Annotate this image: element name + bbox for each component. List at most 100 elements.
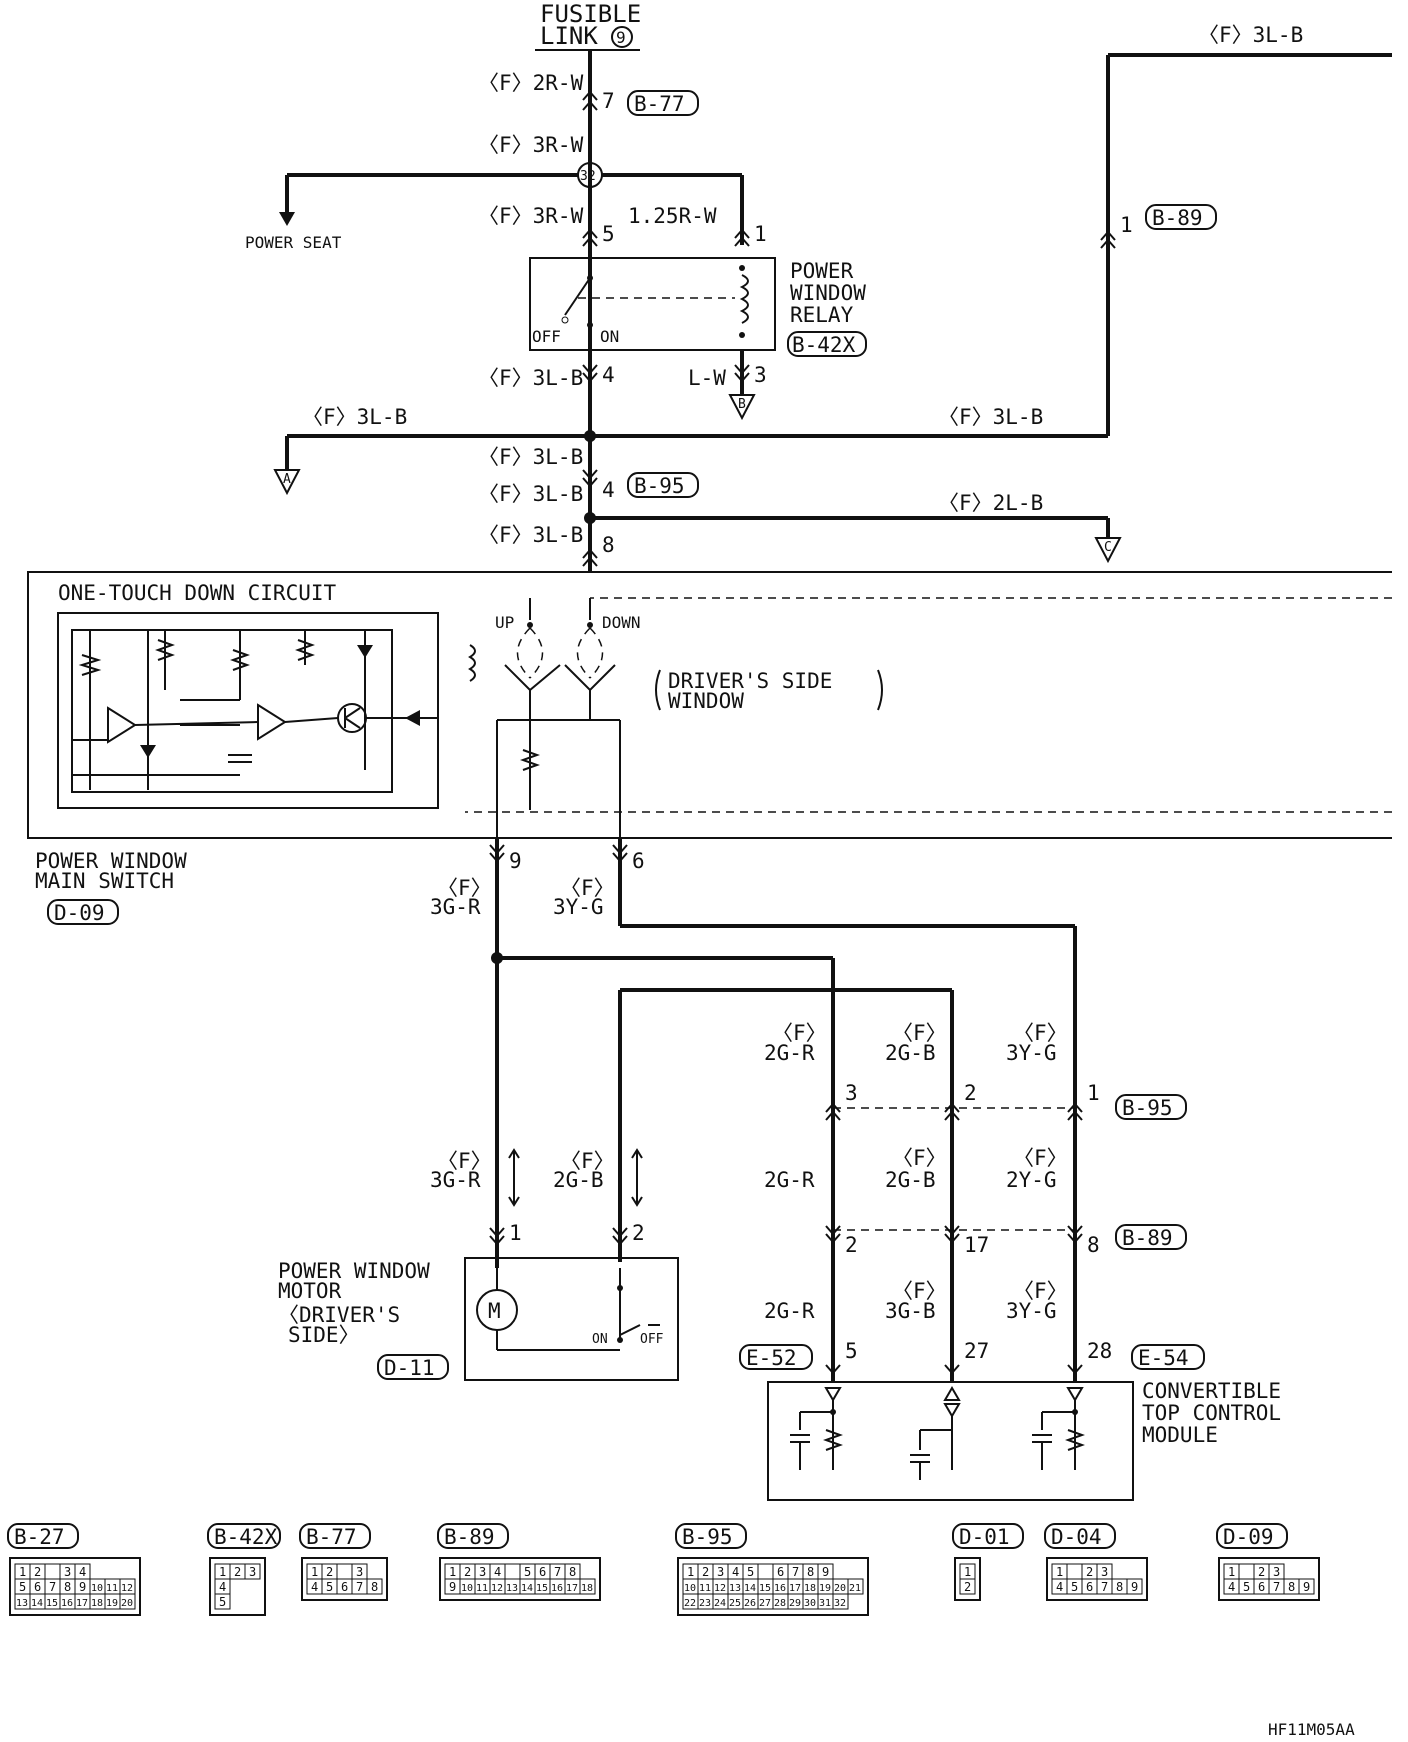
connector-pin-number: 29 xyxy=(789,1598,801,1609)
connector-body xyxy=(954,1557,981,1601)
svg-text:E-54: E-54 xyxy=(1138,1346,1189,1370)
motor-wire-1b: 3G-R xyxy=(430,1168,481,1192)
connector-id-label: B-27 xyxy=(14,1525,65,1549)
module-name-1: CONVERTIBLE xyxy=(1142,1379,1281,1403)
ground-a-label: A xyxy=(283,472,291,487)
wire-9-label-a: 〈F〉 xyxy=(437,876,492,900)
relay-name-2: WINDOW xyxy=(790,281,866,305)
connector-pin-number: 9 xyxy=(1131,1580,1138,1594)
motor-pin-1: 1 xyxy=(509,1221,522,1245)
wire-3lb-3: 〈F〉3L-B xyxy=(478,482,583,506)
connector-pin-cell xyxy=(959,1578,976,1595)
row2-wire3-a: 〈F〉 xyxy=(1013,1146,1068,1170)
motor-name-1: POWER WINDOW xyxy=(278,1259,430,1283)
row3-wire3-b: 3Y-G xyxy=(1006,1299,1057,1323)
connector-body xyxy=(209,1557,266,1616)
switch-pin-6: 6 xyxy=(632,849,645,873)
wire-3lb-4: 〈F〉3L-B xyxy=(478,523,583,547)
motor-pin-2: 2 xyxy=(632,1221,645,1245)
connector-pin-number: 5 xyxy=(219,1595,226,1609)
motor-wire-2b: 2G-B xyxy=(553,1168,604,1192)
connector-pin-number: 7 xyxy=(1273,1580,1280,1594)
connector-pin-number: 2 xyxy=(34,1565,41,1579)
connector-pin-number: 6 xyxy=(777,1565,784,1579)
connector-pin-number: 20 xyxy=(121,1598,133,1609)
splice-number: 32 xyxy=(580,169,596,184)
connector-pin-number: 15 xyxy=(46,1598,58,1609)
connector-pin-number: 4 xyxy=(1228,1580,1235,1594)
power-seat-label: POWER SEAT xyxy=(245,233,342,252)
connector-pin-number: 1 xyxy=(687,1565,694,1579)
connector-body xyxy=(1218,1557,1320,1601)
row1-pin3: 1 xyxy=(1087,1081,1100,1105)
conn-tag-b89-row2: B-89 xyxy=(1115,1224,1187,1250)
svg-text:E-52: E-52 xyxy=(746,1346,797,1370)
connector-pin-number: 31 xyxy=(819,1598,831,1609)
svg-text:B-95: B-95 xyxy=(1122,1096,1173,1120)
connector-pin-number: 10 xyxy=(461,1583,473,1594)
svg-text:B-42X: B-42X xyxy=(792,333,856,357)
connector-pin-number: 17 xyxy=(566,1583,578,1594)
fusible-link-label-2: LINK xyxy=(540,22,598,50)
motor-direction-arrow-1-icon xyxy=(508,1148,520,1207)
conn-tag-d09-switch: D-09 xyxy=(47,899,119,925)
connector-pin-number: 10 xyxy=(684,1583,696,1594)
connector-pin-number: 4 xyxy=(732,1565,739,1579)
pin-1: 1 xyxy=(754,222,767,246)
svg-text:D-09: D-09 xyxy=(54,901,105,925)
connector-id-label: B-95 xyxy=(682,1525,733,1549)
connector-body xyxy=(439,1557,601,1601)
connector-pin-number: 13 xyxy=(16,1598,28,1609)
b95-pin-4: 4 xyxy=(602,478,615,502)
connector-pin-number: 2 xyxy=(464,1565,471,1579)
pin-5: 5 xyxy=(602,222,615,246)
motor-name-4: SIDE〉 xyxy=(288,1323,360,1347)
connector-pin-number: 5 xyxy=(524,1565,531,1579)
conn-tag-b89-top: B-89 xyxy=(1145,204,1217,230)
one-touch-circuit-box xyxy=(57,612,439,809)
power-seat-arrow-icon xyxy=(279,212,295,226)
connector-pin-number: 18 xyxy=(91,1598,103,1609)
connector-pin-number: 5 xyxy=(326,1580,333,1594)
row2-wire3-b: 2Y-G xyxy=(1006,1168,1057,1192)
ground-b-icon xyxy=(728,394,756,421)
connector-pin-number: 11 xyxy=(699,1583,711,1594)
wire-6-label-a: 〈F〉 xyxy=(560,876,615,900)
connector-pin-number: 4 xyxy=(219,1580,226,1594)
connector-pin-number: 28 xyxy=(774,1598,786,1609)
connector-pin-number: 7 xyxy=(554,1565,561,1579)
power-window-main-switch: ONE-TOUCH DOWN CIRCUIT UP DOWN DRIVER'S … xyxy=(27,571,1392,839)
connector-pin-number: 7 xyxy=(49,1580,56,1594)
top-right-wire-label: 〈F〉3L-B xyxy=(1198,23,1303,47)
wire-6-label-b: 3Y-G xyxy=(553,895,604,919)
connector-pin-number: 5 xyxy=(1243,1580,1250,1594)
relay-pin-3: 3 xyxy=(754,363,767,387)
connector-pin-number: 1 xyxy=(311,1565,318,1579)
connector-pin-number: 16 xyxy=(551,1583,563,1594)
connector-pin-number: 2 xyxy=(1086,1565,1093,1579)
connector-pin-number: 32 xyxy=(834,1598,846,1609)
connector-pin-number: 2 xyxy=(964,1580,971,1594)
row2-pin3: 8 xyxy=(1087,1233,1100,1257)
module-input-1-icon xyxy=(790,1400,843,1470)
row1-wire1-a: 〈F〉 xyxy=(772,1021,827,1045)
connector-pin-number: 6 xyxy=(1258,1580,1265,1594)
connector-pin-number: 8 xyxy=(64,1580,71,1594)
motor-m-label: M xyxy=(488,1299,501,1323)
fusible-link-number: 9 xyxy=(616,28,626,47)
connector-pin-number: 11 xyxy=(106,1583,118,1594)
connector-pin-cell xyxy=(1126,1578,1143,1595)
row2-pin2: 17 xyxy=(964,1233,989,1257)
connector-pin-number: 15 xyxy=(759,1583,771,1594)
connector-pin-number: 3 xyxy=(356,1565,363,1579)
connector-pin-number: 12 xyxy=(491,1583,503,1594)
connector-pin-number: 26 xyxy=(744,1598,756,1609)
connector-pin-number: 8 xyxy=(569,1565,576,1579)
wire-right-3lb-label: 〈F〉3L-B xyxy=(938,405,1043,429)
